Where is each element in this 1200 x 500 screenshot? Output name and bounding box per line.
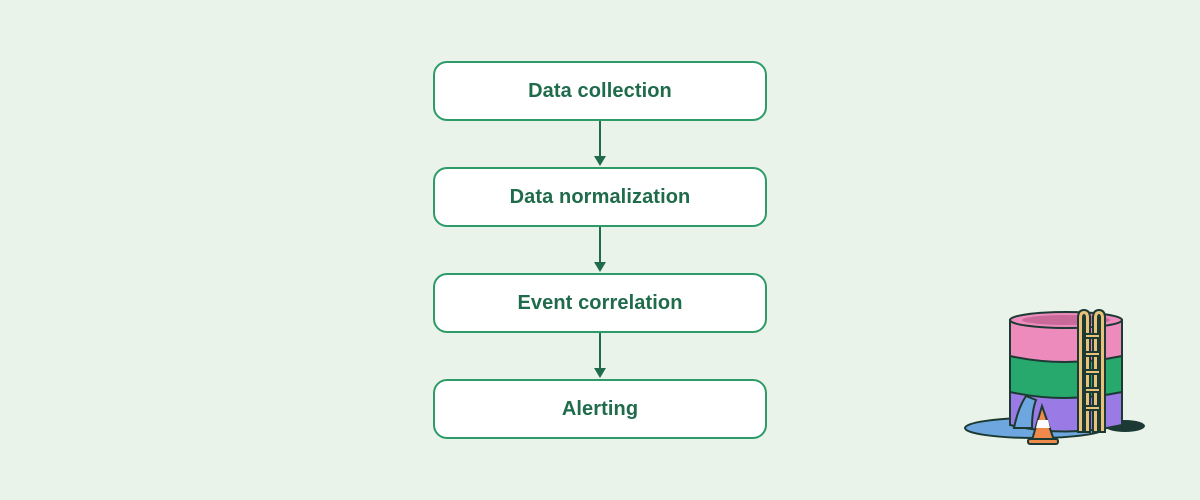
step-label: Alerting <box>561 397 639 420</box>
step-label: Data normalization <box>509 185 691 208</box>
step-box-data-collection: Data collection <box>433 61 767 121</box>
step-box-data-normalization: Data normalization <box>433 167 767 227</box>
step-box-event-correlation: Event correlation <box>433 273 767 333</box>
step-label: Event correlation <box>517 291 683 314</box>
arrow-down <box>594 227 606 273</box>
step-box-alerting: Alerting <box>433 379 767 439</box>
ladder-icon <box>1077 308 1106 433</box>
database-cylinder-with-ladder-illustration <box>964 308 1145 445</box>
step-label: Data collection <box>528 79 672 102</box>
leak-stream <box>1012 394 1038 429</box>
arrow-down <box>594 333 606 379</box>
traffic-cone-icon <box>1027 402 1059 445</box>
arrow-down <box>594 121 606 167</box>
